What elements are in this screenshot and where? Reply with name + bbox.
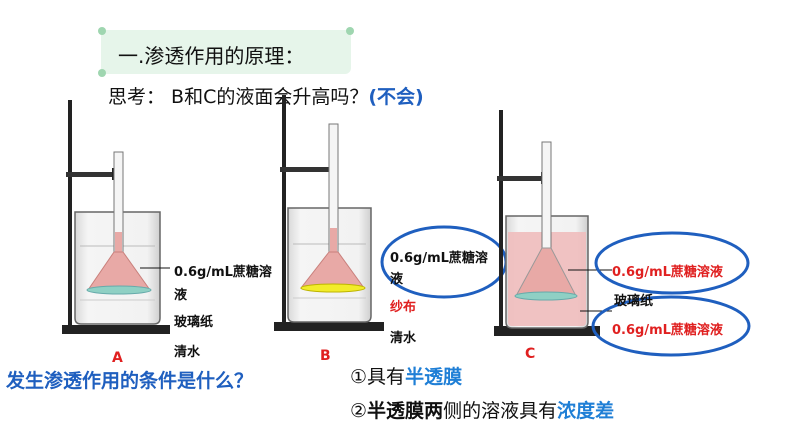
label-gauze: 纱布 — [390, 300, 417, 315]
label-sucrose-cont: 液 — [174, 288, 188, 303]
label-water: 清水 — [390, 331, 417, 346]
stand-clamp — [66, 172, 116, 177]
question-text: 思考： B和C的液面会升高吗？ — [108, 86, 369, 108]
condition-1: ①具有半透膜 — [350, 366, 463, 388]
think-question: 思考： B和C的液面会升高吗？(不会) — [108, 82, 424, 109]
label-sucrose: 0.6g/mL蔗糖溶 — [390, 251, 488, 266]
label-cellophane: 玻璃纸 — [174, 315, 214, 330]
label-sucrose-cont: 液 — [390, 272, 404, 287]
title-banner — [98, 27, 354, 77]
cellophane-membrane — [514, 291, 578, 301]
stand-clamp — [497, 176, 545, 181]
stand-base — [62, 325, 170, 334]
section-heading: 一.渗透作用的原理： — [118, 44, 305, 68]
setup-letter-b: B — [320, 348, 331, 364]
setup-letter-c: C — [525, 346, 536, 362]
setup-letter-a: A — [112, 350, 123, 366]
stand-base — [494, 326, 600, 336]
stand-rod — [68, 100, 72, 328]
stand-clamp — [280, 167, 334, 172]
stand-rod — [499, 110, 503, 328]
setup-c — [494, 110, 751, 357]
highlight-oval — [591, 295, 751, 357]
condition-2: ②半透膜两侧的溶液具有浓度差 — [350, 400, 615, 422]
label-sucrose-inner: 0.6g/mL蔗糖溶液 — [612, 265, 723, 280]
stand-rod — [282, 95, 286, 325]
label-cellophane: 玻璃纸 — [614, 294, 654, 309]
stand-base — [274, 322, 384, 331]
cellophane-membrane — [86, 285, 152, 295]
question-answer: (不会) — [368, 86, 424, 108]
glass-tube — [541, 141, 552, 251]
setup-a — [62, 100, 170, 334]
label-sucrose-outer: 0.6g/mL蔗糖溶液 — [612, 323, 723, 338]
highlight-oval — [594, 231, 750, 295]
label-water: 清水 — [174, 345, 201, 360]
gauze-membrane — [300, 283, 366, 293]
condition-question: 发生渗透作用的条件是什么？ — [6, 370, 254, 392]
label-sucrose: 0.6g/mL蔗糖溶 — [174, 265, 272, 280]
